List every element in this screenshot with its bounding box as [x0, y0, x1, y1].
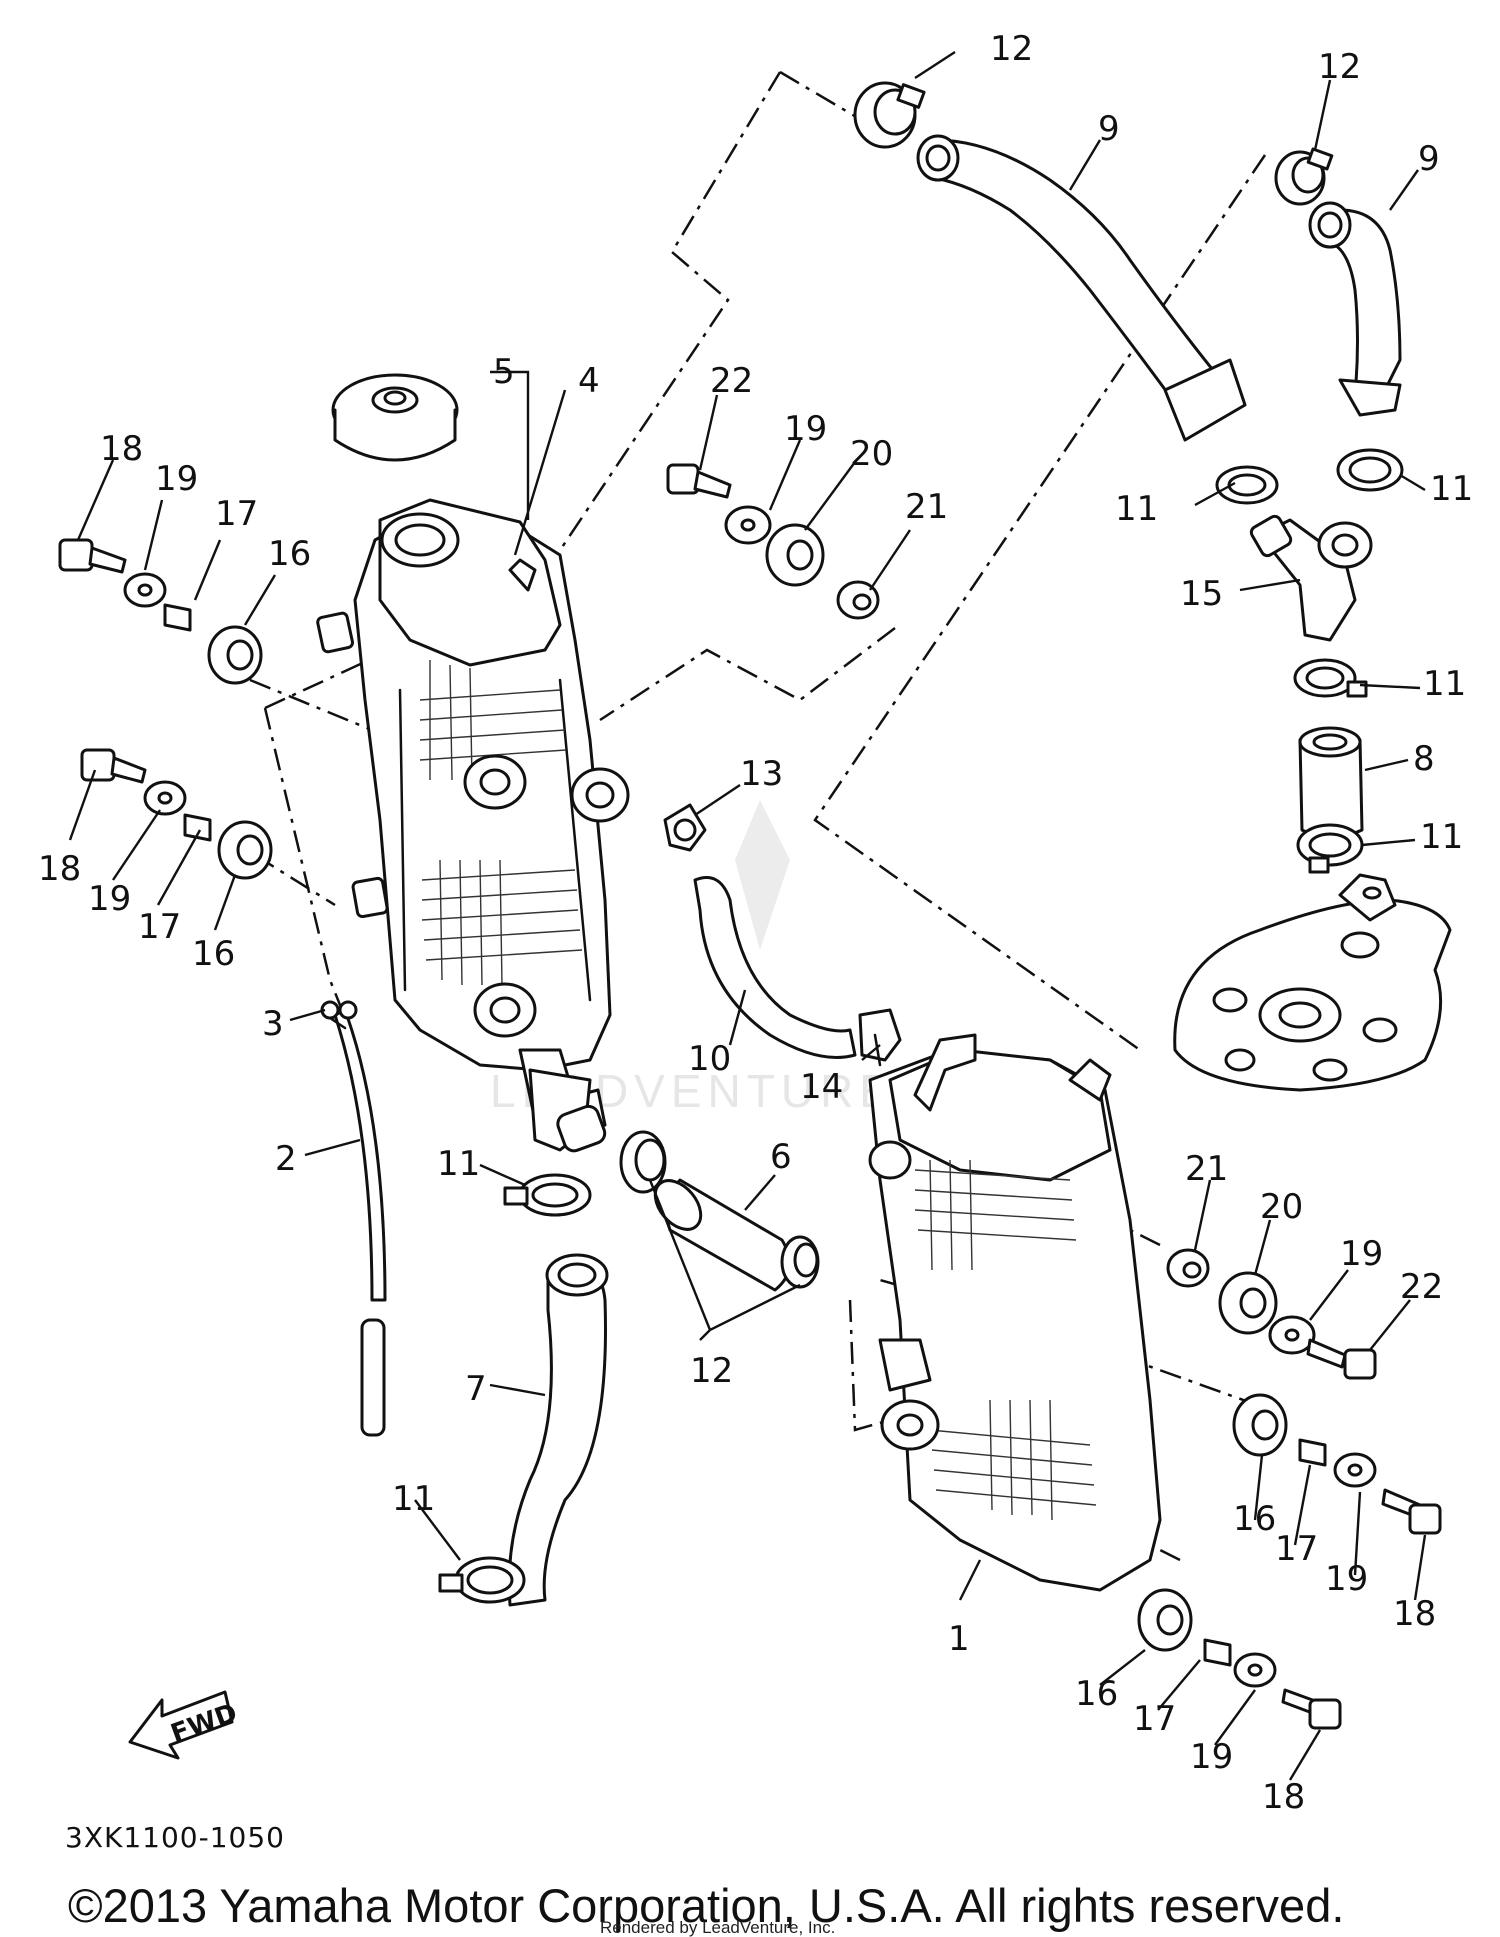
hose-clamp-13[interactable]	[663, 803, 707, 852]
hose-clamp-11-a[interactable]	[1215, 465, 1279, 505]
label-18-right-lower: 18	[1262, 1777, 1305, 1817]
copyright-text: ©2013 Yamaha Motor Corporation, U.S.A. A…	[68, 1879, 1344, 1932]
label-14: 14	[800, 1067, 843, 1107]
hose-8[interactable]	[1298, 726, 1364, 839]
leader-lines	[68, 50, 1427, 1781]
hose-6[interactable]	[646, 1172, 791, 1292]
mount-set-right-upper[interactable]	[1166, 1248, 1377, 1380]
label-11-a: 11	[1115, 489, 1158, 529]
hose-clamp-11-d[interactable]	[1296, 823, 1364, 874]
label-17-right-lower: 17	[1133, 1699, 1176, 1739]
label-13: 13	[740, 754, 783, 794]
left-radiator[interactable]	[316, 498, 630, 1137]
hose-10[interactable]	[693, 876, 857, 1059]
label-4: 4	[578, 361, 600, 401]
label-5: 5	[493, 352, 515, 392]
overflow-hose[interactable]	[333, 1008, 387, 1437]
mount-set-right-lower[interactable]	[1137, 1588, 1342, 1730]
radiator-cap[interactable]	[331, 373, 459, 462]
hose-clamp-11-f[interactable]	[438, 1556, 526, 1604]
label-12-top-left: 12	[990, 29, 1033, 69]
label-11-f: 11	[392, 1479, 435, 1519]
hose-clamp-11-b[interactable]	[1336, 448, 1404, 492]
mount-set-right-middle[interactable]	[1232, 1393, 1442, 1535]
hose-9-right[interactable]	[1308, 201, 1402, 417]
label-11-c: 11	[1423, 664, 1466, 704]
hose-clamp-12-d[interactable]	[780, 1235, 820, 1289]
rendered-by-text: Rendered by LeadVenture, Inc.	[600, 1918, 835, 1937]
label-17-middle-left: 17	[138, 907, 181, 947]
mount-set-upper-center[interactable]	[666, 463, 880, 620]
hose-clamp-12-b[interactable]	[1274, 147, 1334, 206]
label-22-right: 22	[1400, 1267, 1443, 1307]
label-11-b: 11	[1430, 469, 1473, 509]
label-2: 2	[275, 1139, 297, 1179]
left-outlet[interactable]	[528, 1068, 608, 1154]
label-18-middle-left: 18	[38, 849, 81, 889]
label-1: 1	[948, 1619, 970, 1659]
label-15: 15	[1180, 574, 1223, 614]
label-3: 3	[262, 1004, 284, 1044]
label-16-right-lower: 16	[1075, 1674, 1118, 1714]
label-19-right-middle: 19	[1325, 1559, 1368, 1599]
label-20-top: 20	[850, 434, 893, 474]
label-20-right: 20	[1260, 1187, 1303, 1227]
label-17-right-middle: 17	[1275, 1529, 1318, 1569]
hose-9-left[interactable]	[916, 134, 1247, 442]
label-19-right: 19	[1340, 1234, 1383, 1274]
mount-set-upper-left[interactable]	[58, 538, 263, 685]
label-18-upper-left: 18	[100, 429, 143, 469]
label-12-bottom: 12	[690, 1351, 733, 1391]
label-22-top: 22	[710, 361, 753, 401]
label-11-e: 11	[437, 1144, 480, 1184]
label-12-top-right: 12	[1318, 47, 1361, 87]
label-9-right: 9	[1418, 139, 1440, 179]
fwd-arrow-icon: FWD	[128, 1690, 241, 1760]
label-17-upper-left: 17	[215, 494, 258, 534]
hose-clamp-12-c[interactable]	[619, 1130, 667, 1194]
right-radiator[interactable]	[868, 1033, 1162, 1592]
hose-7[interactable]	[507, 1253, 609, 1607]
part-labels: 12 12 9 9 5 4 22 19 20 21 18 19 17 16 11…	[38, 29, 1473, 1817]
label-21-right: 21	[1185, 1149, 1228, 1189]
joint-15[interactable]	[1249, 514, 1373, 642]
label-18-right-middle: 18	[1393, 1594, 1436, 1634]
cylinder-head	[1173, 873, 1452, 1092]
hose-clamp-11-e[interactable]	[503, 1173, 592, 1217]
label-19-upper-left: 19	[155, 459, 198, 499]
label-21-top: 21	[905, 487, 948, 527]
label-6: 6	[770, 1137, 792, 1177]
mount-set-middle-left[interactable]	[80, 748, 273, 880]
diagram-code: 3XK1100-1050	[65, 1821, 285, 1854]
label-8: 8	[1413, 739, 1435, 779]
label-11-d: 11	[1420, 817, 1463, 857]
label-9-left: 9	[1098, 109, 1120, 149]
label-7: 7	[465, 1369, 487, 1409]
label-16-right-middle: 16	[1233, 1499, 1276, 1539]
label-16-middle-left: 16	[192, 934, 235, 974]
label-19-right-lower: 19	[1190, 1737, 1233, 1777]
hose-clamp-12-a[interactable]	[853, 81, 926, 149]
hose-clamp-11-c[interactable]	[1293, 658, 1368, 698]
label-10: 10	[688, 1039, 731, 1079]
label-16-upper-left: 16	[268, 534, 311, 574]
hose-clamp-14[interactable]	[858, 1008, 902, 1067]
label-19-middle-left: 19	[88, 879, 131, 919]
label-19-top: 19	[784, 409, 827, 449]
